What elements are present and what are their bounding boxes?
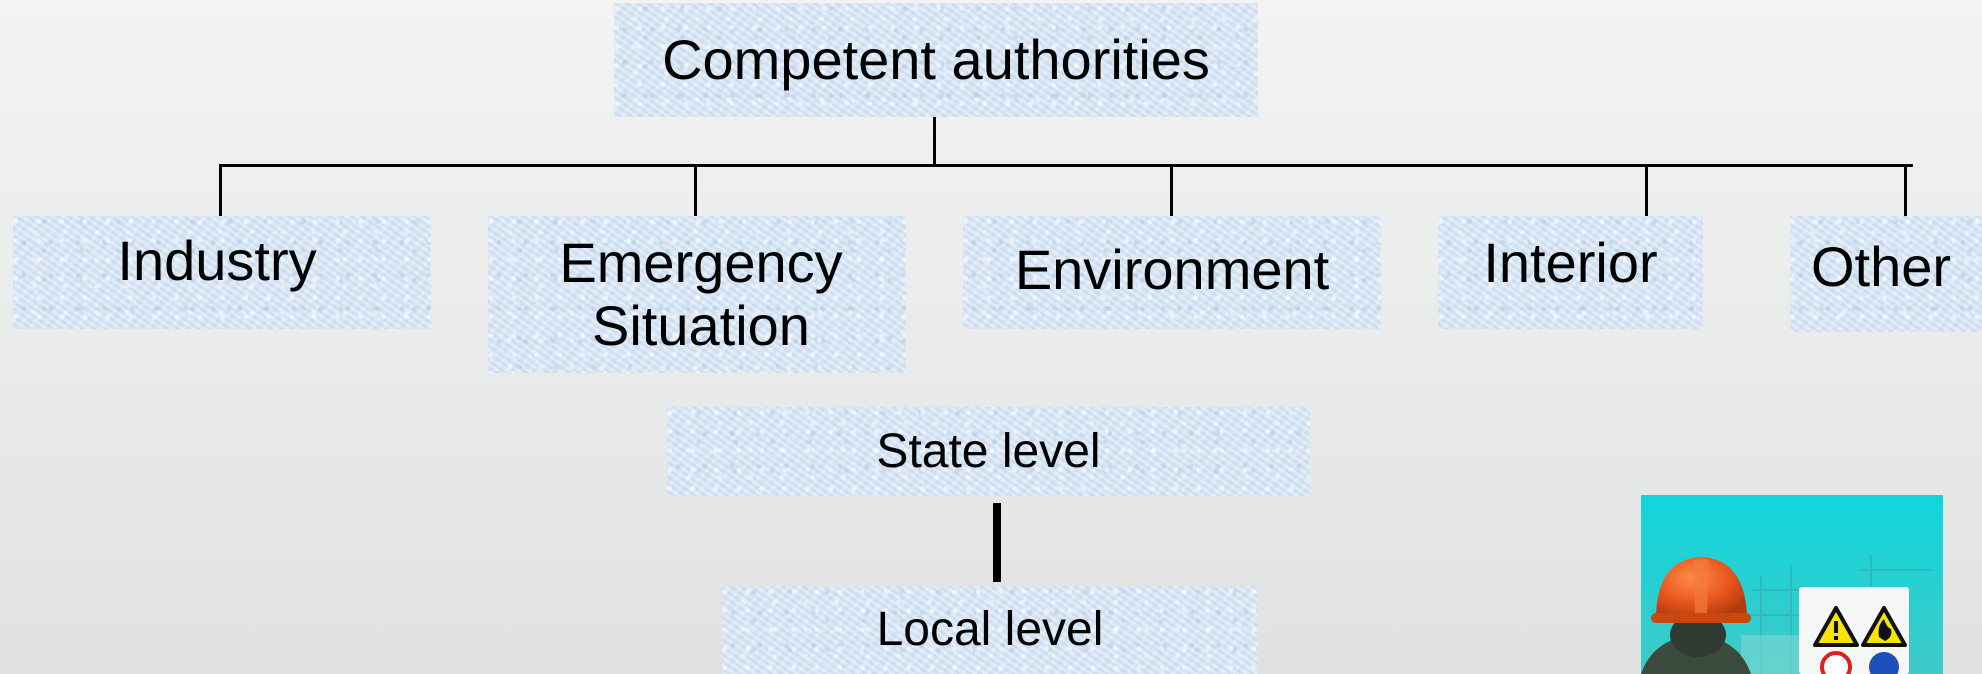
safety-worker-photo: [1641, 495, 1943, 674]
interior-connector: [1645, 164, 1648, 216]
competent-authorities-label: Competent authorities: [662, 27, 1210, 91]
competent-authorities-box: Competent authorities: [614, 3, 1258, 117]
environment-label: Environment: [1014, 238, 1330, 301]
state-level-box: State level: [667, 407, 1310, 496]
worker-photo-icon: [1641, 495, 1943, 674]
emergency-situation-box: Emergency Situation: [488, 216, 906, 373]
other-box: Other: [1790, 216, 1982, 332]
local-level-label: Local level: [876, 603, 1104, 656]
state-level-label: State level: [876, 424, 1101, 478]
horizontal-connector: [219, 164, 1913, 167]
industry-label: Industry: [117, 229, 317, 292]
industry-box: Industry: [13, 216, 431, 329]
interior-box: Interior: [1438, 216, 1703, 329]
root-connector: [933, 117, 936, 166]
emergency-connector: [694, 164, 697, 216]
other-label: Other: [1811, 235, 1952, 298]
state-local-connector: [993, 503, 1001, 582]
environment-connector: [1170, 164, 1173, 216]
interior-label: Interior: [1483, 231, 1658, 294]
local-level-box: Local level: [722, 586, 1258, 674]
emergency-situation-label: Emergency Situation: [559, 230, 843, 357]
other-connector: [1904, 164, 1907, 216]
industry-connector: [219, 164, 222, 216]
environment-box: Environment: [963, 216, 1381, 329]
